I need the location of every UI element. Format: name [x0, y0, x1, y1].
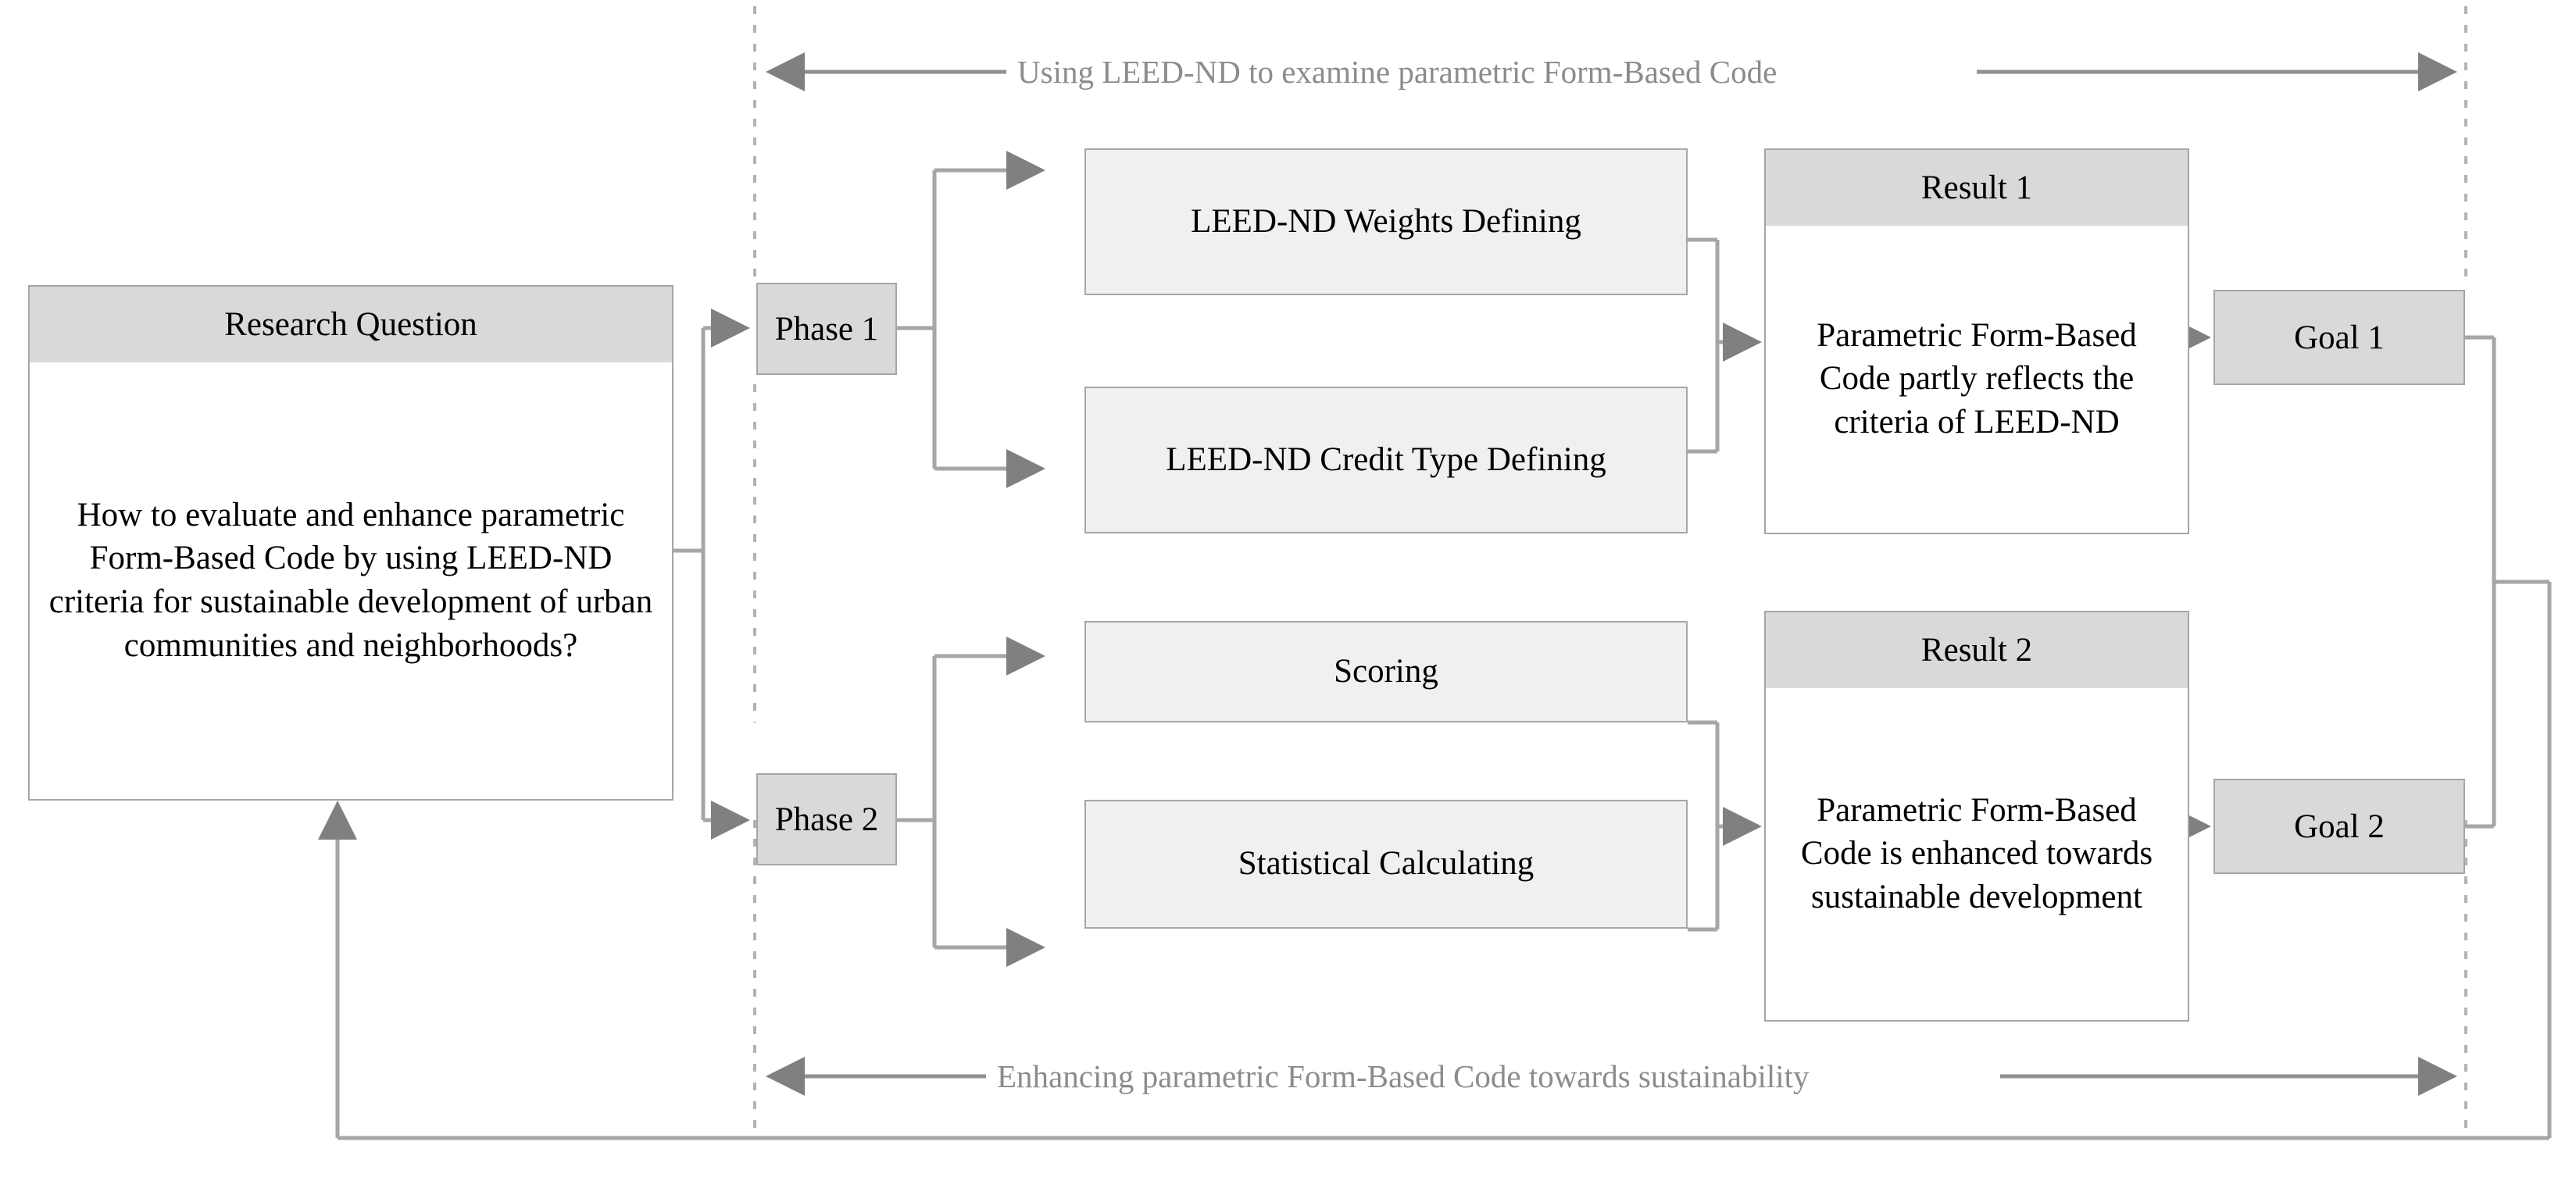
bottom-band-label: Enhancing parametric Form-Based Code tow…	[986, 1058, 1820, 1095]
rq-to-phase-arrows	[703, 309, 750, 840]
result-1-text: Parametric Form-Based Code partly reflec…	[1817, 316, 2137, 441]
phase-1-label: Phase 1	[774, 310, 879, 348]
node-task-leed-credit-type-defining[interactable]: LEED-ND Credit Type Defining	[1084, 387, 1688, 533]
node-research-question[interactable]: Research Question How to evaluate and en…	[28, 285, 673, 801]
result-1-header: Result 1	[1766, 150, 2188, 226]
research-question-header: Research Question	[30, 287, 672, 362]
node-result-2[interactable]: Result 2 Parametric Form-Based Code is e…	[1764, 611, 2189, 1022]
result-2-text: Parametric Form-Based Code is enhanced t…	[1800, 791, 2153, 916]
tasks-to-result2	[1688, 720, 1762, 932]
node-result-1[interactable]: Result 1 Parametric Form-Based Code part…	[1764, 148, 2189, 534]
research-question-body: How to evaluate and enhance parametric F…	[30, 362, 672, 799]
result-1-body: Parametric Form-Based Code partly reflec…	[1766, 225, 2188, 533]
node-task-statistical-calculating[interactable]: Statistical Calculating	[1084, 800, 1688, 929]
node-goal-1[interactable]: Goal 1	[2213, 290, 2465, 385]
tasks-to-result1	[1688, 237, 1762, 454]
result-2-header: Result 2	[1766, 612, 2188, 688]
task-leed-credit-type-defining-label: LEED-ND Credit Type Defining	[1166, 441, 1606, 478]
goal-1-label: Goal 1	[2294, 319, 2385, 356]
phase-2-label: Phase 2	[774, 801, 879, 838]
node-phase-2[interactable]: Phase 2	[756, 773, 897, 865]
phase2-to-tasks	[897, 637, 1045, 967]
top-band-label: Using LEED-ND to examine parametric Form…	[1006, 53, 1788, 91]
rq-to-phase-connectors	[673, 328, 706, 820]
result-2-body: Parametric Form-Based Code is enhanced t…	[1766, 687, 2188, 1020]
node-task-scoring[interactable]: Scoring	[1084, 621, 1688, 722]
research-question-text: How to evaluate and enhance parametric F…	[48, 496, 653, 665]
goal-2-label: Goal 2	[2294, 808, 2385, 845]
node-task-leed-weights-defining[interactable]: LEED-ND Weights Defining	[1084, 148, 1688, 295]
node-goal-2[interactable]: Goal 2	[2213, 779, 2465, 874]
task-statistical-calculating-label: Statistical Calculating	[1238, 845, 1535, 883]
phase1-to-tasks	[897, 151, 1045, 488]
node-phase-1[interactable]: Phase 1	[756, 283, 897, 375]
task-leed-weights-defining-label: LEED-ND Weights Defining	[1191, 202, 1581, 240]
task-scoring-label: Scoring	[1334, 652, 1438, 690]
